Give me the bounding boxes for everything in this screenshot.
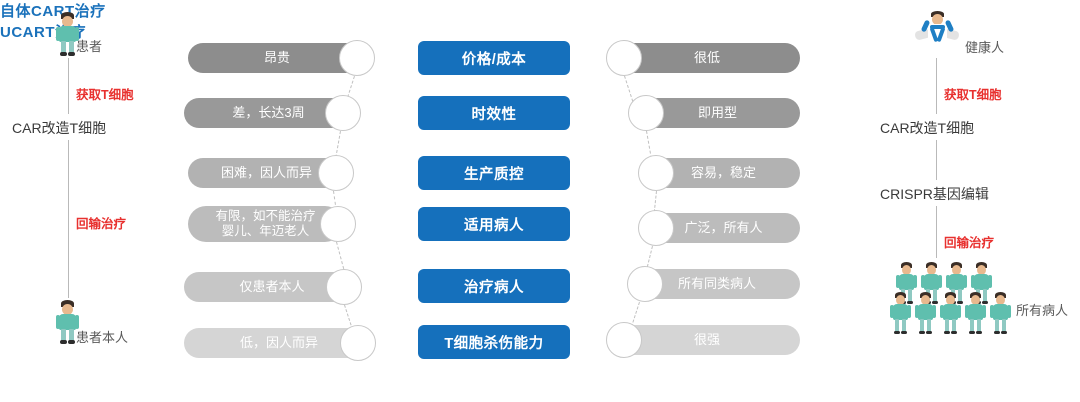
left-top-person-label: 患者: [76, 39, 103, 54]
criteria-label: 生产质控: [464, 166, 524, 183]
left-value-pill[interactable]: 差，长达3周: [184, 98, 353, 128]
connector-knob: [320, 206, 356, 242]
connector-knob: [606, 40, 642, 76]
left-value-text: 差，长达3周: [232, 105, 305, 120]
left-value-pill[interactable]: 昂贵: [188, 43, 366, 73]
right-value-pill[interactable]: 很强: [614, 325, 800, 355]
criteria-card[interactable]: 价格/成本: [418, 41, 570, 75]
left-flow-line-2: [68, 140, 69, 298]
criteria-card[interactable]: T细胞杀伤能力: [418, 325, 570, 359]
connector-knob: [627, 266, 663, 302]
left-flow-line-1: [68, 58, 69, 114]
left-value-text: 困难，因人而异: [220, 165, 312, 180]
left-value-text: 低，因人而异: [239, 335, 318, 350]
left-column-title: 自体CART治疗: [0, 3, 106, 20]
right-value-text: 很低: [693, 50, 720, 65]
criteria-card[interactable]: 适用病人: [418, 207, 570, 241]
connector-knob: [628, 95, 664, 131]
connector-knob: [339, 40, 375, 76]
criteria-label: 价格/成本: [461, 51, 527, 68]
right-value-text: 即用型: [697, 105, 737, 120]
crowd-icon: [888, 262, 1011, 348]
connector-dash: [335, 131, 341, 158]
healthy-person-icon: [914, 10, 960, 52]
left-value-text: 仅患者本人: [239, 279, 305, 294]
connector-knob: [340, 325, 376, 361]
connector-knob: [326, 269, 362, 305]
left-value-text: 有限，如不能治疗 婴儿、年迈老人: [215, 209, 316, 238]
connector-knob: [606, 322, 642, 358]
criteria-label: 时效性: [471, 106, 517, 123]
right-value-text: 所有同类病人: [677, 276, 756, 291]
left-value-text: 昂贵: [263, 50, 290, 65]
right-flow-line-3: [936, 206, 937, 258]
connector-dash: [646, 130, 652, 159]
connector-dash: [336, 241, 345, 270]
criteria-label: 治疗病人: [464, 279, 524, 296]
right-flow-line-1: [936, 58, 937, 114]
criteria-label: T细胞杀伤能力: [444, 335, 544, 352]
right-bottom-person-label: 所有病人: [1016, 303, 1069, 318]
right-value-pill[interactable]: 很低: [614, 43, 800, 73]
connector-knob: [318, 155, 354, 191]
right-value-text: 很强: [693, 332, 720, 347]
right-column-group: 健康人 获取T细胞 CAR改造T细胞 CRISPR基因编辑 回输治疗: [0, 11, 1080, 334]
connector-dash: [624, 75, 634, 102]
right-flow-line-2: [936, 140, 937, 180]
left-bottom-person-label: 患者本人: [76, 330, 129, 345]
right-step-label-1: 获取T细胞: [944, 88, 1002, 102]
connector-knob: [638, 210, 674, 246]
connector-knob: [638, 155, 674, 191]
right-value-pill[interactable]: 所有同类病人: [634, 269, 800, 299]
criteria-label: 适用病人: [464, 217, 524, 234]
right-step-label-2: 回输治疗: [944, 236, 995, 250]
left-value-pill[interactable]: 有限，如不能治疗 婴儿、年迈老人: [188, 206, 343, 242]
left-middle-label: CAR改造T细胞: [12, 120, 107, 136]
right-middle-label-1: CAR改造T细胞: [880, 120, 975, 136]
right-value-text: 容易，稳定: [690, 165, 756, 180]
person-icon: [52, 12, 82, 56]
person-icon: [52, 300, 82, 344]
left-step-label-1: 获取T细胞: [76, 88, 134, 102]
left-step-label-2: 回输治疗: [76, 217, 127, 231]
connector-knob: [325, 95, 361, 131]
criteria-card[interactable]: 时效性: [418, 96, 570, 130]
left-column-group: 患者 获取T细胞 CAR改造T细胞 回输治疗 患者本人 自体CART治疗: [0, 0, 1080, 345]
right-value-text: 广泛，所有人: [684, 220, 763, 235]
right-middle-label-2: CRISPR基因编辑: [880, 186, 989, 202]
criteria-card[interactable]: 生产质控: [418, 156, 570, 190]
criteria-card[interactable]: 治疗病人: [418, 269, 570, 303]
left-value-pill[interactable]: 困难，因人而异: [188, 158, 345, 188]
right-top-person-label: 健康人: [965, 40, 1005, 55]
